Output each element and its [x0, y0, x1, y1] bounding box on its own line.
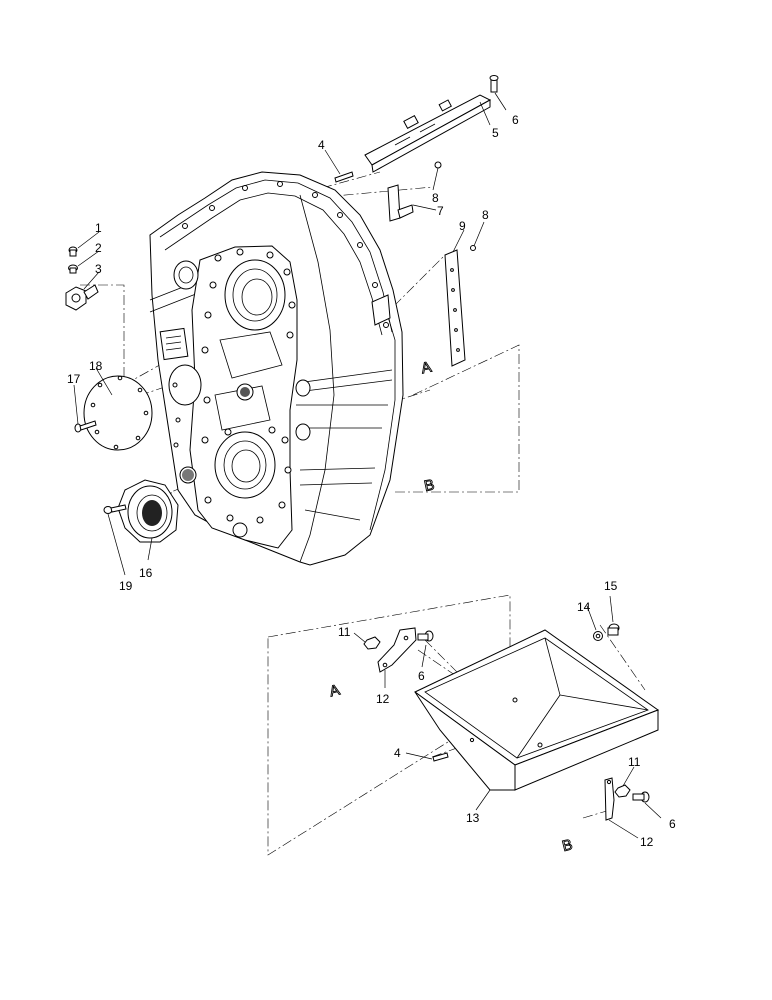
bolt-6-lower [632, 791, 650, 803]
callout-16: 16 [139, 566, 153, 580]
bolt-6-upper [417, 630, 434, 642]
callout-1: 1 [95, 221, 102, 235]
seal-housing-16 [117, 479, 179, 543]
callout-8-upper: 8 [432, 191, 439, 205]
bracket-12-lower [604, 777, 615, 821]
callout-4-upper: 4 [318, 138, 325, 152]
transmission-housing [149, 171, 404, 566]
housing-bolt-holes [172, 248, 296, 524]
callout-8-right: 8 [482, 208, 489, 222]
bolt-6-top [489, 75, 499, 93]
cover-plate-5 [364, 94, 492, 173]
callout-6-top: 6 [512, 113, 519, 127]
rim-bolt-holes [182, 181, 389, 328]
ref-letter-a-upper: A [420, 359, 433, 378]
screw-8-upper [434, 161, 442, 169]
callout-leaders [73, 92, 662, 839]
callout-9: 9 [459, 219, 466, 233]
callout-6-lower: 6 [669, 817, 676, 831]
callout-14: 14 [577, 600, 591, 614]
nut-11-upper [363, 636, 381, 650]
callout-3: 3 [95, 262, 102, 276]
ref-letter-b-upper: B [423, 476, 436, 495]
fitting-assembly-1-3 [65, 246, 99, 311]
callout-17: 17 [67, 372, 81, 386]
washer-14 [593, 631, 603, 641]
callout-13: 13 [466, 811, 480, 825]
pin-4-lower [432, 752, 449, 762]
callout-18: 18 [89, 359, 103, 373]
nut-11-lower [614, 784, 631, 798]
screw-8-right [470, 245, 476, 251]
callout-12-lower: 12 [640, 835, 654, 849]
cover-plate-18 [83, 375, 153, 451]
ref-letter-a-lower: A [328, 681, 342, 700]
callout-2: 2 [95, 241, 102, 255]
pin-4-upper [334, 171, 354, 183]
callout-19: 19 [119, 579, 133, 593]
bracket-12-upper [377, 627, 417, 673]
ref-letter-b-lower: B [560, 836, 574, 855]
callout-numbers: 1 2 3 4 5 6 7 8 9 8 18 17 19 16 11 12 6 … [67, 113, 676, 849]
callout-5: 5 [492, 126, 499, 140]
callout-11-lower: 11 [628, 755, 641, 769]
callout-11-upper: 11 [338, 625, 351, 639]
callout-15: 15 [604, 579, 618, 593]
callout-6-upper: 6 [418, 669, 425, 683]
bolt-19 [103, 504, 127, 514]
callout-7: 7 [437, 204, 444, 218]
bolt-15 [607, 623, 620, 636]
strip-9 [444, 249, 466, 367]
bracket-7 [387, 184, 414, 222]
callout-4-lower: 4 [394, 746, 401, 760]
oil-pan-13 [414, 629, 660, 791]
callout-12-upper: 12 [376, 692, 390, 706]
